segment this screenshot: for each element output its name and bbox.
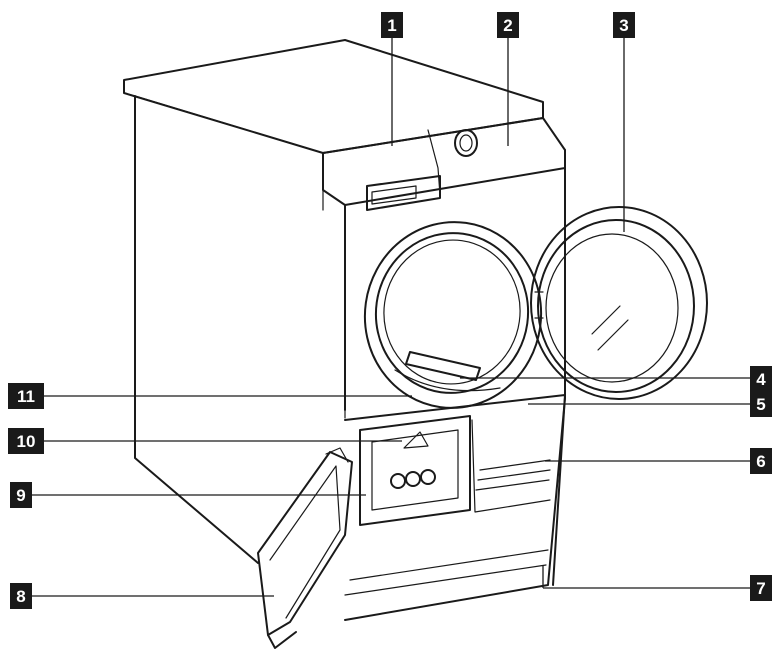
callout-2: 2 xyxy=(497,12,519,38)
callout-label: 2 xyxy=(503,16,512,35)
callout-5: 5 xyxy=(750,391,772,417)
callout-11: 11 xyxy=(8,383,44,409)
plinth-door xyxy=(257,447,353,649)
heat-exchanger-opening xyxy=(359,415,471,526)
callout-label: 11 xyxy=(17,387,35,406)
callout-4: 4 xyxy=(750,366,772,392)
callout-label: 6 xyxy=(756,452,765,471)
leader-lines xyxy=(32,36,752,597)
front-panel xyxy=(344,149,566,621)
callout-label: 9 xyxy=(16,486,25,505)
control-panel xyxy=(322,117,566,206)
callout-10: 10 xyxy=(8,428,44,454)
plinth xyxy=(344,394,566,596)
callout-7: 7 xyxy=(750,575,772,601)
callout-1: 1 xyxy=(381,12,403,38)
callout-label: 3 xyxy=(619,16,628,35)
callout-label: 5 xyxy=(756,395,765,414)
side-panel xyxy=(134,95,259,564)
callout-8: 8 xyxy=(10,583,32,609)
program-knob xyxy=(454,129,478,157)
loading-door xyxy=(530,206,708,400)
callout-label: 4 xyxy=(756,370,766,389)
callout-9: 9 xyxy=(10,482,32,508)
callout-label: 8 xyxy=(16,587,25,606)
top-panel xyxy=(123,39,544,154)
drum-opening xyxy=(363,221,543,409)
callout-label: 10 xyxy=(17,432,36,451)
callout-3: 3 xyxy=(613,12,635,38)
callout-label: 1 xyxy=(387,16,396,35)
callout-6: 6 xyxy=(750,448,772,474)
callout-label: 7 xyxy=(756,579,765,598)
water-container-drawer xyxy=(366,175,441,211)
dryer-body xyxy=(123,39,566,621)
